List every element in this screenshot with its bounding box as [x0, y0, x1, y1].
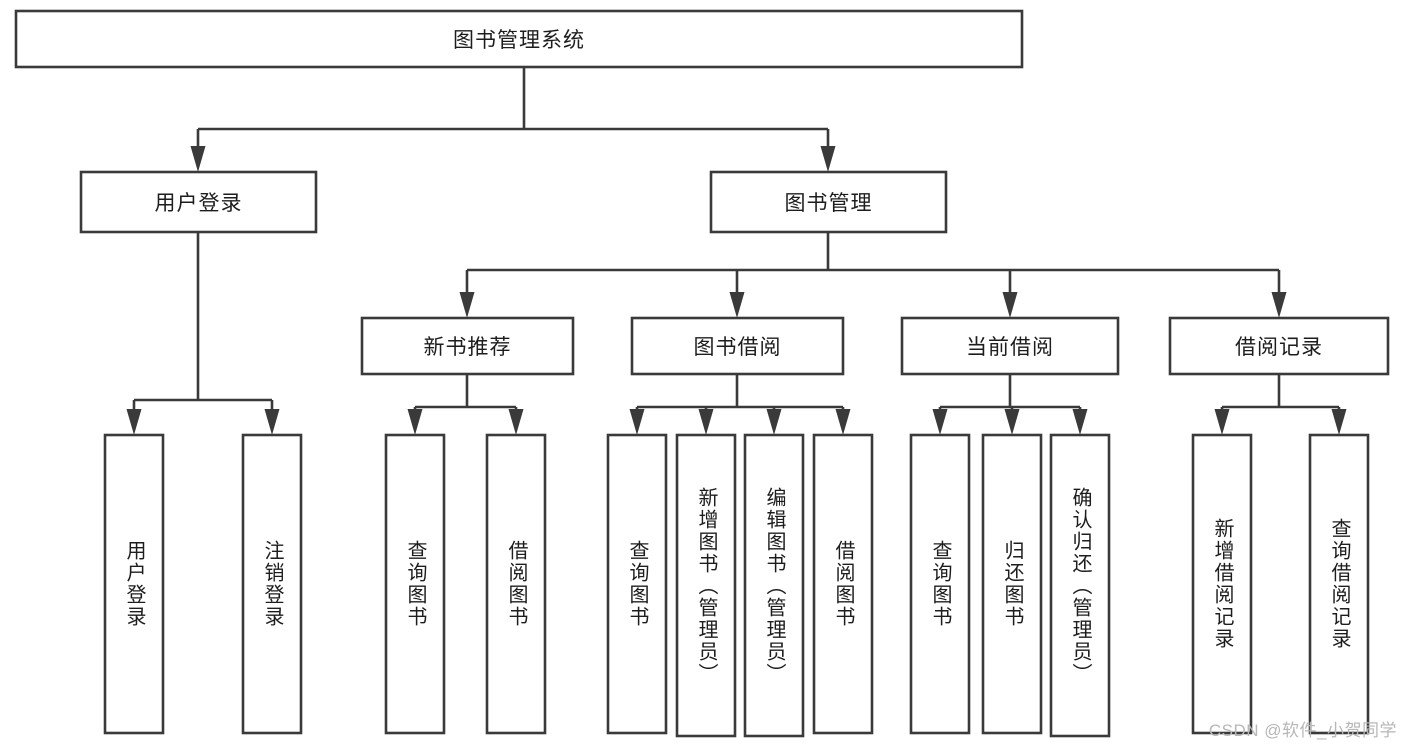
- node-current-borrow[interactable]: 当前借阅: [900, 316, 1120, 376]
- node-label-leaf-query-record: 查询借阅记录: [1328, 518, 1350, 650]
- node-book-manage[interactable]: 图书管理: [709, 170, 948, 234]
- node-leaf-confirm-return[interactable]: 确认归还（管理员）: [1049, 433, 1111, 738]
- connector-bus-current-borrow: [940, 374, 1080, 409]
- node-label-new-book-rec: 新书推荐: [423, 336, 512, 359]
- arrowhead-leaf_return_book: [1004, 409, 1020, 435]
- node-root[interactable]: 图书管理系统: [14, 9, 1024, 69]
- node-leaf-logout[interactable]: 注销登录: [241, 433, 303, 735]
- connector-bus-new-book-rec: [415, 374, 516, 409]
- node-new-book-rec[interactable]: 新书推荐: [360, 316, 575, 376]
- node-label-leaf-query-book-a: 查询图书: [404, 540, 426, 628]
- node-label-root: 图书管理系统: [453, 29, 585, 52]
- arrowhead-leaf_query_book_b: [629, 409, 645, 435]
- arrowhead-book_manage: [820, 146, 836, 172]
- arrowhead-new_book_rec: [459, 292, 475, 318]
- node-label-leaf-logout: 注销登录: [261, 540, 283, 628]
- node-label-user-login: 用户登录: [154, 192, 243, 215]
- connector-bus-user-login: [134, 232, 272, 402]
- arrowhead-leaf_confirm_return: [1072, 409, 1088, 435]
- node-leaf-query-book-c[interactable]: 查询图书: [909, 433, 971, 735]
- arrowheads-layer: [126, 146, 1347, 435]
- node-label-leaf-borrow-book-a: 借阅图书: [505, 540, 527, 628]
- connectors-layer: [132, 67, 1341, 409]
- node-label-leaf-return-book: 归还图书: [1001, 540, 1023, 628]
- arrowhead-leaf_borrow_book_a: [508, 409, 524, 435]
- node-label-leaf-query-book-b: 查询图书: [626, 540, 648, 628]
- arrowhead-leaf_query_record: [1331, 409, 1347, 435]
- node-label-leaf-add-record: 新增借阅记录: [1211, 518, 1233, 650]
- node-leaf-query-book-a[interactable]: 查询图书: [384, 433, 446, 735]
- arrowhead-leaf_borrow_book_b: [835, 409, 851, 435]
- node-leaf-query-record[interactable]: 查询借阅记录: [1308, 433, 1370, 735]
- node-leaf-query-book-b[interactable]: 查询图书: [606, 433, 668, 735]
- arrowhead-leaf_user_login: [126, 409, 142, 435]
- arrowhead-book_borrow: [729, 292, 745, 318]
- connector-bus-borrow-record: [1222, 374, 1339, 409]
- node-leaf-user-login[interactable]: 用户登录: [103, 433, 165, 735]
- node-book-borrow[interactable]: 图书借阅: [630, 316, 845, 376]
- node-leaf-borrow-book-a[interactable]: 借阅图书: [485, 433, 547, 735]
- node-label-leaf-confirm-return: 确认归还（管理员）: [1069, 486, 1091, 685]
- arrowhead-leaf_add_record: [1214, 409, 1230, 435]
- nodes-layer: 图书管理系统用户登录图书管理新书推荐图书借阅当前借阅借阅记录用户登录注销登录查询…: [14, 9, 1390, 738]
- node-borrow-record[interactable]: 借阅记录: [1168, 316, 1390, 376]
- node-leaf-edit-book[interactable]: 编辑图书（管理员）: [743, 433, 805, 738]
- node-leaf-add-record[interactable]: 新增借阅记录: [1191, 433, 1253, 735]
- node-label-leaf-edit-book: 编辑图书（管理员）: [763, 486, 785, 685]
- arrowhead-borrow_record: [1271, 292, 1287, 318]
- node-label-borrow-record: 借阅记录: [1235, 336, 1323, 359]
- node-label-current-borrow: 当前借阅: [966, 336, 1054, 359]
- arrowhead-leaf_add_book: [698, 409, 714, 435]
- node-user-login[interactable]: 用户登录: [79, 170, 318, 234]
- arrowhead-current_borrow: [1002, 292, 1018, 318]
- node-leaf-return-book[interactable]: 归还图书: [981, 433, 1043, 735]
- node-label-book-manage: 图书管理: [784, 192, 873, 215]
- node-label-leaf-borrow-book-b: 借阅图书: [832, 540, 854, 628]
- node-label-leaf-query-book-c: 查询图书: [929, 540, 951, 628]
- arrowhead-leaf_logout: [264, 409, 280, 435]
- arrowhead-leaf_query_book_a: [407, 409, 423, 435]
- node-label-leaf-add-book: 新增图书（管理员）: [695, 486, 717, 685]
- connector-bus-book-manage: [467, 232, 1279, 272]
- arrowhead-user_login: [190, 146, 206, 172]
- connector-bus-root: [198, 67, 828, 131]
- node-label-leaf-user-login: 用户登录: [123, 540, 145, 628]
- connector-bus-book-borrow: [637, 374, 843, 409]
- arrowhead-leaf_edit_book: [766, 409, 782, 435]
- arrowhead-leaf_query_book_c: [932, 409, 948, 435]
- node-leaf-add-book[interactable]: 新增图书（管理员）: [675, 433, 737, 738]
- node-leaf-borrow-book-b[interactable]: 借阅图书: [812, 433, 874, 735]
- node-label-book-borrow: 图书借阅: [693, 336, 782, 359]
